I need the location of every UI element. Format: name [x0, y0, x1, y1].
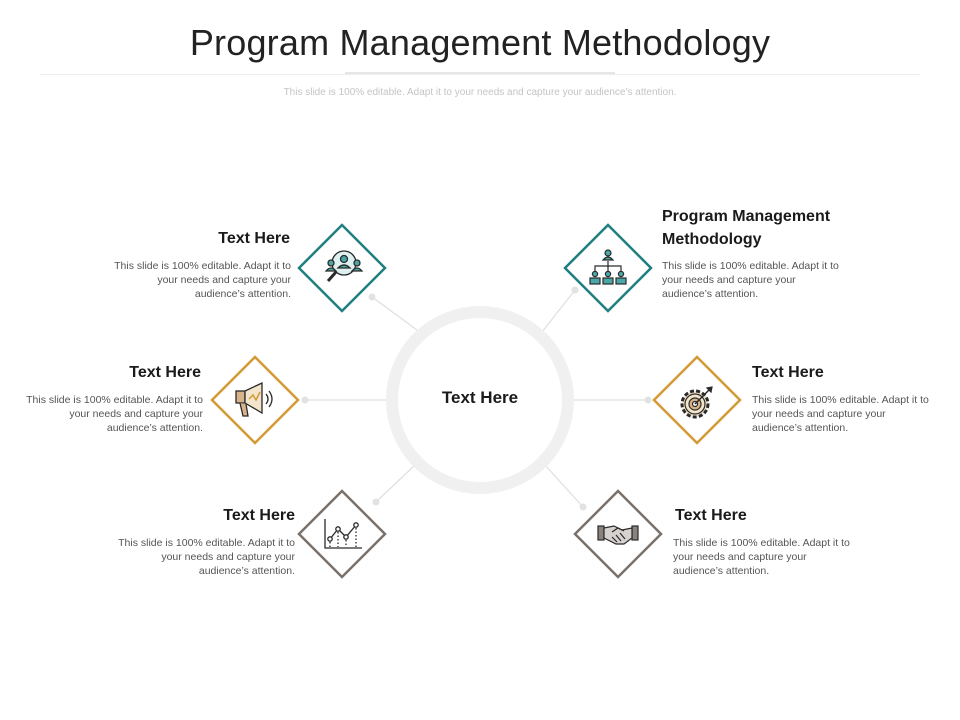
slide-title: Program Management Methodology	[189, 22, 771, 63]
title-divider	[40, 74, 920, 75]
handshake-icon	[597, 525, 639, 545]
node-desc-bottom-right: This slide is 100% editable. Adapt it to…	[673, 537, 850, 577]
line-chart-icon	[324, 519, 362, 549]
slide-subtitle: This slide is 100% editable. Adapt it to…	[283, 87, 677, 98]
node-desc-top-right: This slide is 100% editable. Adapt it to…	[662, 260, 839, 300]
search-people-icon	[324, 250, 364, 282]
org-chart-icon	[589, 249, 627, 285]
connector-top-right	[541, 289, 576, 333]
connector-dot	[301, 396, 309, 404]
node-title-top-right: Program Management Methodology	[662, 208, 831, 248]
connector-dot	[368, 293, 376, 301]
node-desc-mid-left: This slide is 100% editable. Adapt it to…	[26, 394, 203, 434]
connector-dots	[301, 286, 652, 511]
connector-bottom-right	[544, 464, 584, 508]
connector-bottom-left	[375, 464, 416, 503]
node-title-mid-left: Text Here	[129, 364, 201, 381]
connector-dot	[644, 396, 652, 404]
diamond-bottom-left	[297, 489, 387, 579]
node-desc-mid-right: This slide is 100% editable. Adapt it to…	[752, 394, 929, 434]
connector-dot	[372, 498, 380, 506]
megaphone-icon	[235, 381, 273, 417]
node-title-top-left: Text Here	[218, 230, 290, 247]
center-label: Text Here	[441, 388, 519, 407]
node-title-bottom-right: Text Here	[675, 507, 747, 524]
connector-dot	[579, 503, 587, 511]
node-title-bottom-left: Text Here	[223, 507, 295, 524]
center-ring	[386, 306, 574, 494]
connector-dot	[571, 286, 579, 294]
node-desc-bottom-left: This slide is 100% editable. Adapt it to…	[118, 537, 295, 577]
connectors	[305, 289, 648, 508]
node-title-mid-right: Text Here	[752, 364, 824, 381]
title-divider-accent	[345, 72, 615, 74]
gear-target-icon	[680, 386, 713, 419]
node-desc-top-left: This slide is 100% editable. Adapt it to…	[114, 260, 291, 300]
connector-top-left	[371, 296, 418, 331]
